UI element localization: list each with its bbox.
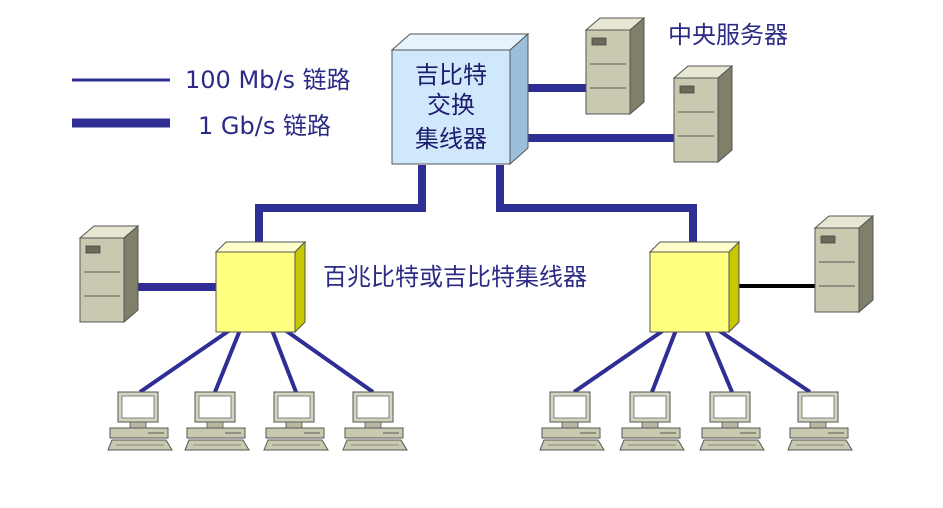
right-hub [648, 240, 741, 334]
link-right-hub-ws-3 [704, 329, 734, 393]
hub-cube-icon [214, 240, 307, 334]
hub-cube-icon [648, 240, 741, 334]
link-core-left-hub [255, 165, 426, 252]
legend-thin-label: 100 Mb/s 链路 [185, 66, 351, 94]
edge-hub-label: 百兆比特或吉比特集线器 [323, 263, 587, 291]
server-tower-icon [673, 65, 733, 163]
legend: 100 Mb/s 链路 1 Gb/s 链路 [72, 66, 351, 140]
link-left-hub-ws-4 [283, 328, 375, 394]
server-tower-icon [814, 215, 874, 313]
workstation-icon [263, 391, 329, 451]
switch-cube-icon [390, 32, 530, 166]
workstation-icon [539, 391, 605, 451]
server-tower-icon [585, 17, 645, 115]
core-switch-label-line1: 吉比特 [415, 61, 487, 89]
server-tower-icon [79, 225, 139, 323]
link-core-right-hub [496, 165, 697, 252]
left-hub [214, 240, 307, 334]
links [138, 84, 816, 394]
workstation-icon [342, 391, 408, 451]
link-right-hub-ws-1 [572, 328, 666, 394]
link-left-hub-ws-3 [270, 329, 298, 393]
core-switch-label-line2: 交换 [427, 91, 475, 119]
link-right-hub-ws-2 [650, 329, 678, 393]
workstation-icon [619, 391, 685, 451]
server-group-label: 中央服务器 [668, 21, 788, 49]
workstation-icon [184, 391, 250, 451]
workstation-icon [699, 391, 765, 451]
central-servers: 中央服务器 [585, 17, 788, 163]
link-left-hub-ws-2 [213, 329, 242, 393]
link-left-hub-ws-1 [138, 328, 232, 394]
core-switch: 吉比特 交换 集线器 [390, 32, 530, 166]
workstation-icon [107, 391, 173, 451]
workstation-icon [787, 391, 853, 451]
link-right-hub-ws-4 [716, 328, 812, 394]
core-switch-label-line3: 集线器 [415, 125, 487, 153]
left-workstations [107, 391, 408, 451]
legend-thick-label: 1 Gb/s 链路 [198, 112, 331, 140]
right-workstations [539, 391, 853, 451]
